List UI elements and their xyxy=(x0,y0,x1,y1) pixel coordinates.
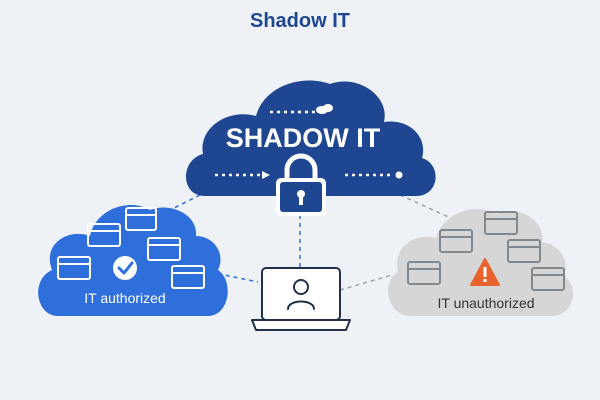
app-window-icon xyxy=(125,207,157,231)
center-cloud-label: SHADOW IT xyxy=(226,123,381,153)
checkmark-icon xyxy=(113,256,137,280)
unauthorized-cloud-label: IT unauthorized xyxy=(437,295,534,311)
user-head-icon xyxy=(293,279,309,295)
app-window-icon xyxy=(171,265,205,289)
arrow-right-icon xyxy=(262,171,270,179)
authorized-cloud-label: IT authorized xyxy=(84,290,165,306)
center-cloud-shape xyxy=(185,80,436,196)
padlock-icon xyxy=(276,153,326,216)
connector-center-right xyxy=(399,194,456,221)
center-cloud: SHADOW IT xyxy=(185,80,436,196)
padlock-keyhole-slot xyxy=(299,196,303,205)
laptop-user-icon xyxy=(251,267,351,331)
padlock-shackle xyxy=(284,153,318,182)
dashed-decoration xyxy=(215,110,392,177)
app-window-icon xyxy=(147,237,181,261)
diagram-title: Shadow IT xyxy=(250,10,350,32)
app-window-icon xyxy=(484,211,518,235)
unauthorized-cloud-shape xyxy=(388,208,574,316)
cloud-mini-icon xyxy=(316,104,333,114)
dot-icon xyxy=(395,171,403,179)
authorized-cloud: IT authorized xyxy=(38,205,228,316)
app-window-icon xyxy=(507,239,541,263)
app-window-icon xyxy=(57,256,91,280)
app-window-icon xyxy=(87,223,121,247)
unauthorized-cloud: IT unauthorized xyxy=(388,208,574,316)
connector-right-laptop xyxy=(339,274,393,291)
warning-icon xyxy=(470,258,500,286)
app-window-icon xyxy=(439,229,473,253)
app-windows-unauthorized xyxy=(407,211,565,291)
user-body-icon xyxy=(287,300,315,310)
app-windows-authorized xyxy=(57,207,205,289)
app-window-icon xyxy=(407,261,441,285)
app-window-icon xyxy=(531,267,565,291)
laptop-base xyxy=(251,319,351,331)
